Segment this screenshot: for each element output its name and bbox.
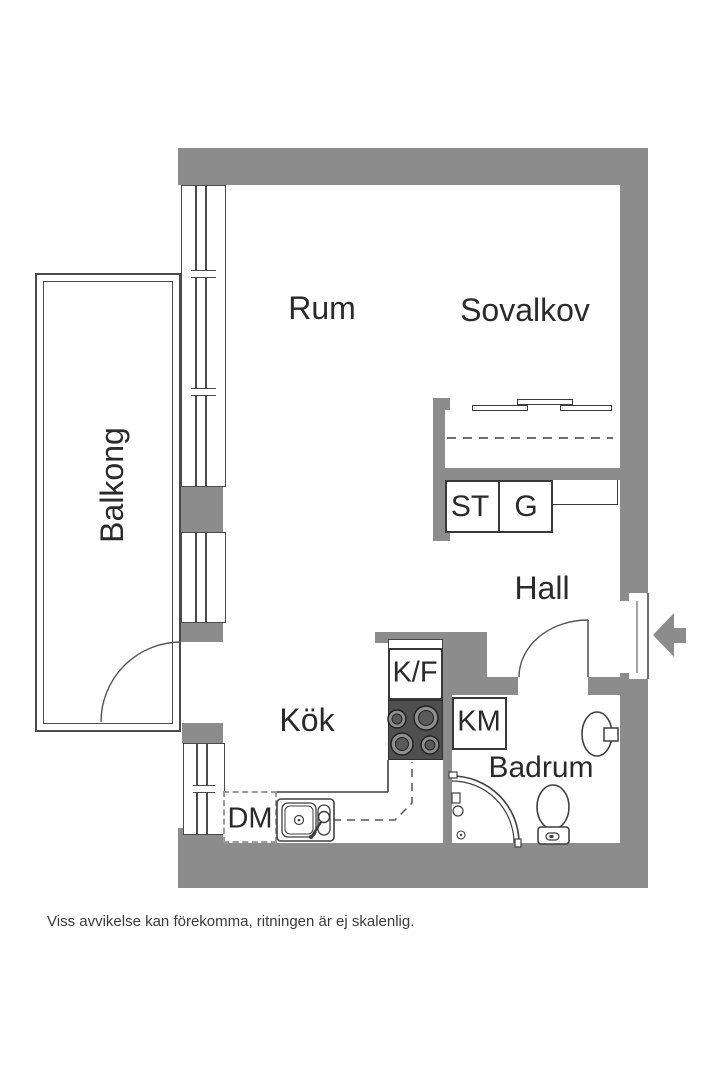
hall-shelf [553,480,618,505]
window-2 [181,532,226,623]
sliding-door-right [560,405,612,411]
wall-entry-jamb-bottom [620,673,629,679]
window-mullion [191,388,216,396]
washing-machine-box [452,697,507,750]
kitchen-sink-icon [276,798,335,842]
counter-center-dashed-line [333,762,413,821]
shower-icon [448,771,522,848]
fixture-label-g: G [514,490,538,523]
counter-edge-line [277,760,389,793]
sliding-door-back [517,399,573,405]
wall-top [178,148,648,185]
wall-pier-2 [180,623,223,642]
room-label-hall: Hall [514,570,570,606]
washbasin-icon [581,711,619,757]
room-label-sovalkov: Sovalkov [460,292,590,328]
dishwasher-box [223,791,277,843]
window-3 [183,743,225,835]
wall-entry-jamb-top [620,593,629,601]
bathroom-door-swing-arc [518,619,589,678]
balcony-door-swing-arc [100,641,182,723]
balcony-outline-inner [43,281,173,724]
fixture-label-dm: DM [227,802,273,835]
entrance-arrow-icon [653,613,686,657]
wall-pier-1 [180,487,223,532]
window-glazing [195,533,197,622]
window-1 [181,185,226,487]
room-label-badrum: Badrum [488,751,594,784]
wall-wardrobe [433,468,620,480]
toilet-icon [536,784,570,845]
wall-pier-3 [182,723,223,743]
window-mullion [191,270,216,278]
fixture-label-st: ST [450,490,490,523]
fixture-label-km: KM [457,705,501,738]
room-label-kok: Kök [279,702,335,738]
wall-right-upper [620,185,648,593]
window-glazing [205,533,207,622]
sliding-door-left [472,405,528,411]
wall-bathroom-left [443,695,452,843]
window-glazing [195,186,197,486]
wall-kitchen-hall-bar [375,632,487,643]
disclaimer-text: Viss avvikelse kan förekomma, ritningen … [47,913,415,930]
room-label-rum: Rum [288,290,356,326]
fixture-label-kf: K/F [392,656,438,689]
fridge-freezer-box [388,648,443,700]
wall-bottom [178,843,648,888]
wall-entry-stub [588,677,620,695]
wall-bathroom-top [443,677,518,695]
stove-burners-icon [387,705,440,756]
closet-divider [498,480,500,533]
room-label-balkong: Balkong [94,427,130,543]
balcony-outline-outer [35,273,181,732]
window-mullion [193,785,215,793]
window-glazing [205,186,207,486]
